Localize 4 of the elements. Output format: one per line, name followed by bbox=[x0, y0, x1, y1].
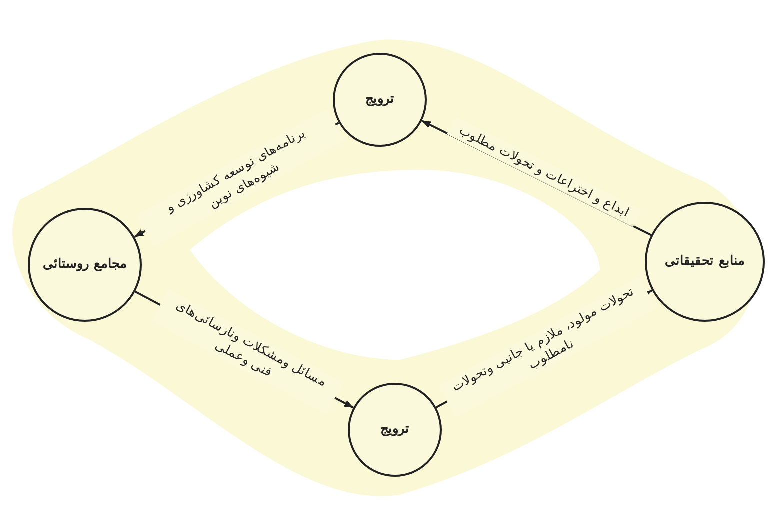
node-label: منابع تحقیقاتی bbox=[664, 253, 746, 272]
node-label: ترویج bbox=[380, 421, 410, 440]
node-label: مجامع روستائی bbox=[42, 256, 128, 274]
node-label: ترویج bbox=[364, 91, 396, 110]
